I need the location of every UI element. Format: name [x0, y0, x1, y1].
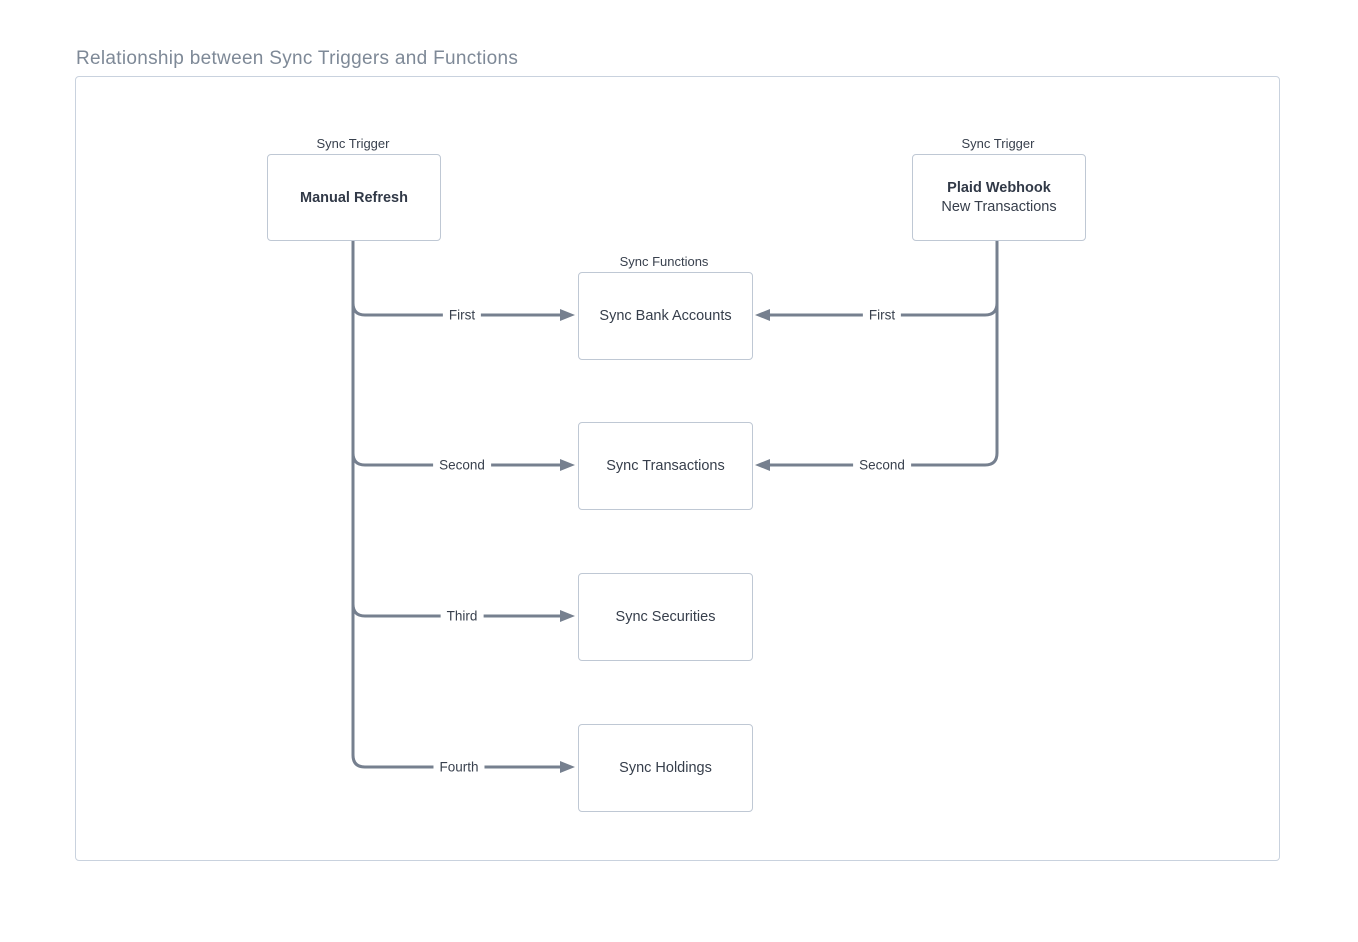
edge-label-webhook-first: First	[862, 307, 902, 323]
node-sync-securities: Sync Securities	[578, 573, 753, 661]
node-manual-refresh-label: Manual Refresh	[300, 189, 408, 206]
edge-label-manual-fourth: Fourth	[433, 759, 485, 775]
node-sync-bank-accounts-label: Sync Bank Accounts	[599, 308, 732, 324]
node-sync-transactions: Sync Transactions	[578, 422, 753, 510]
node-plaid-webhook-label: Plaid Webhook	[947, 180, 1051, 196]
group-label-sync-functions: Sync Functions	[619, 254, 709, 269]
group-label-sync-trigger-right: Sync Trigger	[961, 136, 1035, 151]
edge-label-manual-third: Third	[440, 608, 484, 624]
node-sync-holdings: Sync Holdings	[578, 724, 753, 812]
page-title: Relationship between Sync Triggers and F…	[76, 48, 519, 69]
node-sync-transactions-label: Sync Transactions	[606, 458, 725, 474]
edge-label-manual-second: Second	[433, 457, 491, 473]
node-plaid-webhook: Plaid Webhook New Transactions	[912, 154, 1086, 241]
node-sync-bank-accounts: Sync Bank Accounts	[578, 272, 753, 360]
node-manual-refresh: Manual Refresh	[267, 154, 441, 241]
edge-label-manual-first: First	[442, 307, 482, 323]
node-sync-securities-label: Sync Securities	[615, 609, 716, 625]
group-label-sync-trigger-left: Sync Trigger	[316, 136, 390, 151]
edge-label-webhook-second: Second	[853, 457, 911, 473]
node-plaid-webhook-subtitle: New Transactions	[941, 199, 1057, 215]
node-sync-holdings-label: Sync Holdings	[619, 760, 712, 776]
